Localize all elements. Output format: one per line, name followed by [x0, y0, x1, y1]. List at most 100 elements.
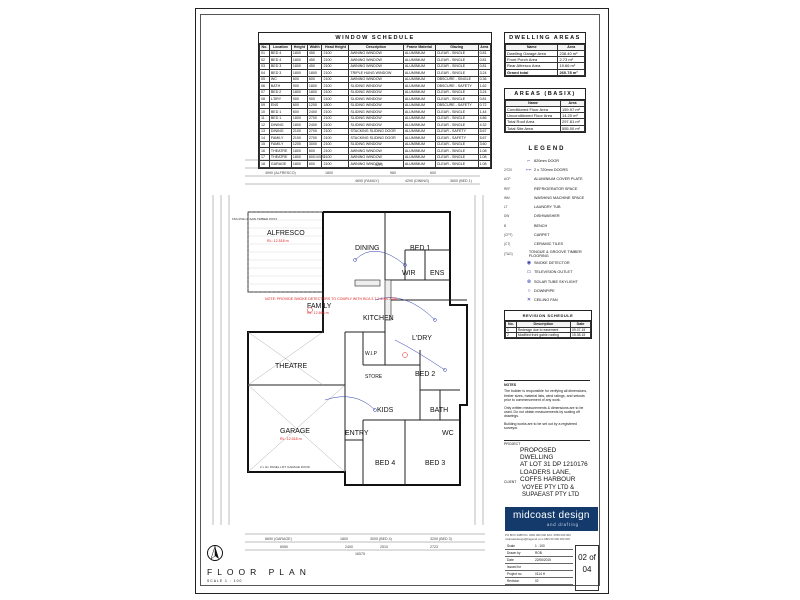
rl-family: RL: 12.668 m — [307, 311, 329, 315]
electrical-layout — [324, 251, 447, 412]
room-entry: ENTRY — [345, 430, 369, 437]
window-schedule-cell: SLIDING WINDOW — [348, 95, 404, 103]
dim-bottom-8: 2723 — [430, 545, 438, 549]
dwelling-areas-cell: 2.73 m² — [557, 55, 585, 64]
dim-bottom-3: 3000 (BED 4) — [370, 537, 392, 541]
client-line: VOYEE PTY LTD & — [522, 485, 575, 491]
window-schedule-cell: BED 3 — [268, 62, 292, 71]
dim-top-9: 3600 (BED 1) — [450, 179, 472, 183]
window-schedule-col-5: Description — [348, 44, 404, 51]
notes-heading: NOTES — [504, 380, 590, 387]
legend-item: ✕CEILING FAN — [504, 295, 590, 304]
window-schedule-cell: 1.44 — [477, 108, 492, 116]
window-schedule-col-4: Head Height — [321, 44, 350, 51]
legend-item: ◉SMOKE DETECTOR — [504, 258, 590, 267]
legend-code: (T&G) — [504, 251, 513, 256]
smoke-note: NOTE: PROVIDE SMOKE DETECTORS TO COMPLY … — [265, 297, 397, 301]
window-schedule-cell: SLIDING WINDOW — [348, 101, 404, 110]
legend-item: (T&G)TONGUE & GROOVE TIMBER FLOORING — [504, 249, 590, 258]
legend-label: TELEVISION OUTLET — [534, 270, 573, 275]
room-wc: WC — [442, 430, 454, 437]
title-block-value: 0114 H — [535, 572, 546, 576]
legend-title: LEGEND — [528, 146, 566, 152]
legend-code: 2/720 — [504, 167, 512, 172]
title-block-value: 1 : 100 — [535, 544, 545, 548]
dwelling-areas-cell: 19.66 m² — [557, 62, 585, 70]
window-schedule-cell: 900 — [290, 95, 308, 103]
room-family: FAMILY — [307, 303, 332, 310]
project-line: LOADERS LANE, — [520, 468, 571, 476]
areas-basix-cell: 14.20 m² — [559, 111, 586, 120]
window-schedule-cell: AWNING WINDOW — [348, 160, 404, 168]
window-schedule-cell: 3.24 — [477, 69, 492, 77]
legend-label: CERAMIC TILES — [534, 242, 564, 247]
window-schedule-cell: SLIDING WINDOW — [348, 82, 404, 90]
legend-item: ▭TELEVISION OUTLET — [504, 268, 590, 277]
north-arrow-icon — [207, 545, 223, 561]
dim-top-7: 4290 (DINING) — [405, 179, 429, 183]
window-schedule-col-2: Height — [290, 44, 308, 51]
areas-basix-cell: 555.00 m² — [559, 124, 586, 133]
revision-cell: Redesign due to easement — [515, 326, 572, 334]
window-schedule-col-8: Area — [477, 44, 492, 51]
window-schedule-cell: 1800 — [290, 121, 308, 129]
room-levels: RL: 12.518 m RL: 12.668 m RL: 12.518 m — [267, 239, 329, 441]
floor-plan: 16520 9270 4990 (ALFRESCO) 1800 4690 (FA… — [212, 155, 485, 555]
garage-hatch — [247, 331, 346, 473]
dwelling-areas-cell: 238.40 m² — [557, 49, 585, 58]
legend-item: (CPT)CARPET — [504, 230, 590, 239]
legend-symbol-icon: ⊗ — [526, 278, 532, 285]
window-schedule-cell: ALUMINIUM — [402, 95, 436, 103]
window-schedule-cell: AWNING WINDOW — [348, 62, 404, 71]
legend-symbol-icon: ⌐ — [527, 157, 531, 164]
window-schedule-cell: BED 2 — [268, 88, 292, 97]
window-schedule-cell: ALUMINIUM — [402, 82, 436, 90]
dim-bottom-1: 6690 (GARAGE) — [265, 537, 292, 541]
window-schedule-col-6: Frame Material — [402, 44, 436, 51]
areas-basix-cell: 159.97 m² — [559, 105, 586, 114]
legend-label: 2 x 720mm DOORS — [534, 167, 568, 172]
firm-tagline: and drafting — [547, 522, 579, 527]
legend-label: LAUNDRY TUB — [534, 205, 561, 210]
sheet-number: 02 of 04 — [575, 545, 599, 591]
window-schedule-cell: 0.36 — [477, 75, 492, 84]
firm-name: midcoast design — [513, 510, 590, 521]
dim-bottom-9: 16575 — [355, 552, 365, 555]
room-bed4: BED 4 — [375, 460, 395, 467]
window-schedule-cell: 900 — [290, 82, 308, 90]
dim-bottom-7: 2510 — [380, 545, 388, 549]
room-wip: W.I.P — [365, 351, 378, 357]
project-line: AT LOT 31 DP 1210176 — [520, 461, 588, 469]
legend-label: CEILING FAN — [534, 298, 558, 303]
dim-top-4: 1800 — [325, 171, 333, 175]
room-alfresco: ALFRESCO — [267, 230, 305, 237]
dim-top-6: 960 — [390, 171, 396, 175]
window-schedule-cell: 1.62 — [477, 82, 492, 90]
dim-top-5: 4690 (FAMILY) — [355, 179, 379, 183]
dwelling-areas-cell: Grand total — [504, 68, 559, 77]
drawing-border — [200, 14, 600, 586]
title-block-key: Project no. — [507, 572, 523, 576]
dwelling-areas-cell: Rear Alfresco Area — [504, 62, 559, 70]
legend-symbol-icon: ⌐⌐ — [526, 166, 532, 173]
areas-basix-title: AREAS (BASIX) — [505, 89, 585, 100]
